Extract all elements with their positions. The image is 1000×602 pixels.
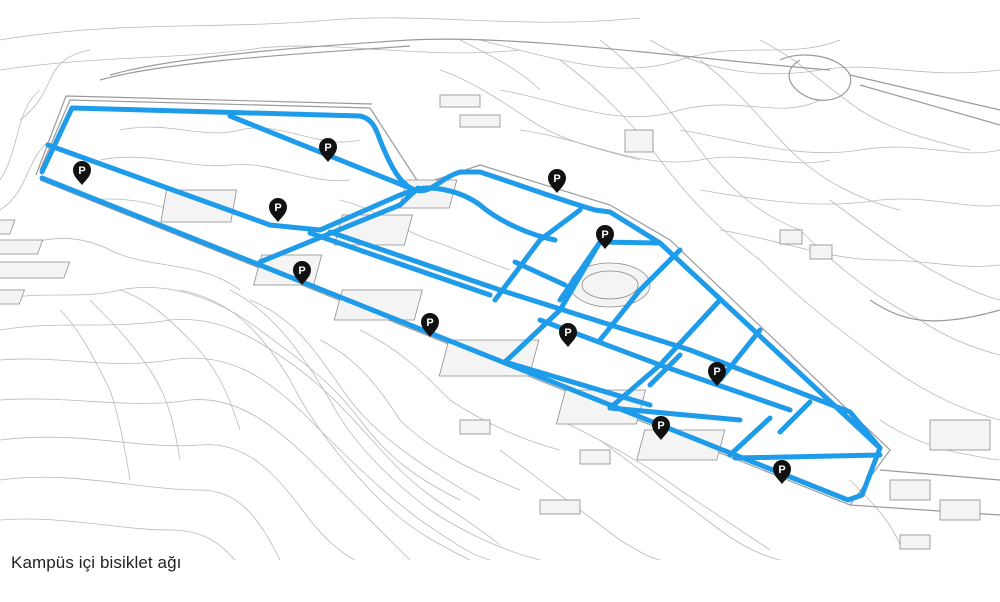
map-caption: Kampüs içi bisiklet ağı: [11, 553, 182, 572]
parking-markers: P P P P P P P P: [73, 138, 791, 484]
svg-text:P: P: [657, 420, 664, 432]
parking-marker: P: [559, 323, 577, 347]
parking-marker: P: [293, 261, 311, 285]
parking-marker: P: [421, 313, 439, 337]
svg-text:P: P: [601, 229, 608, 241]
parking-marker: P: [269, 198, 287, 222]
svg-text:P: P: [426, 317, 433, 329]
svg-text:P: P: [298, 265, 305, 277]
svg-text:P: P: [713, 366, 720, 378]
svg-text:P: P: [553, 173, 560, 185]
parking-marker: P: [708, 362, 726, 386]
svg-text:P: P: [274, 202, 281, 214]
parking-marker: P: [319, 138, 337, 162]
svg-text:P: P: [778, 464, 785, 476]
parking-marker: P: [73, 161, 91, 185]
parking-marker: P: [652, 416, 670, 440]
svg-text:P: P: [564, 327, 571, 339]
parking-marker: P: [548, 169, 566, 193]
campus-buildings: [0, 94, 991, 550]
bicycle-route-network: [39, 105, 883, 503]
parking-marker: P: [773, 460, 791, 484]
svg-text:P: P: [78, 165, 85, 177]
svg-text:P: P: [324, 142, 331, 154]
parking-marker: P: [596, 225, 614, 249]
campus-map: P P P P P P P P: [0, 17, 1000, 560]
